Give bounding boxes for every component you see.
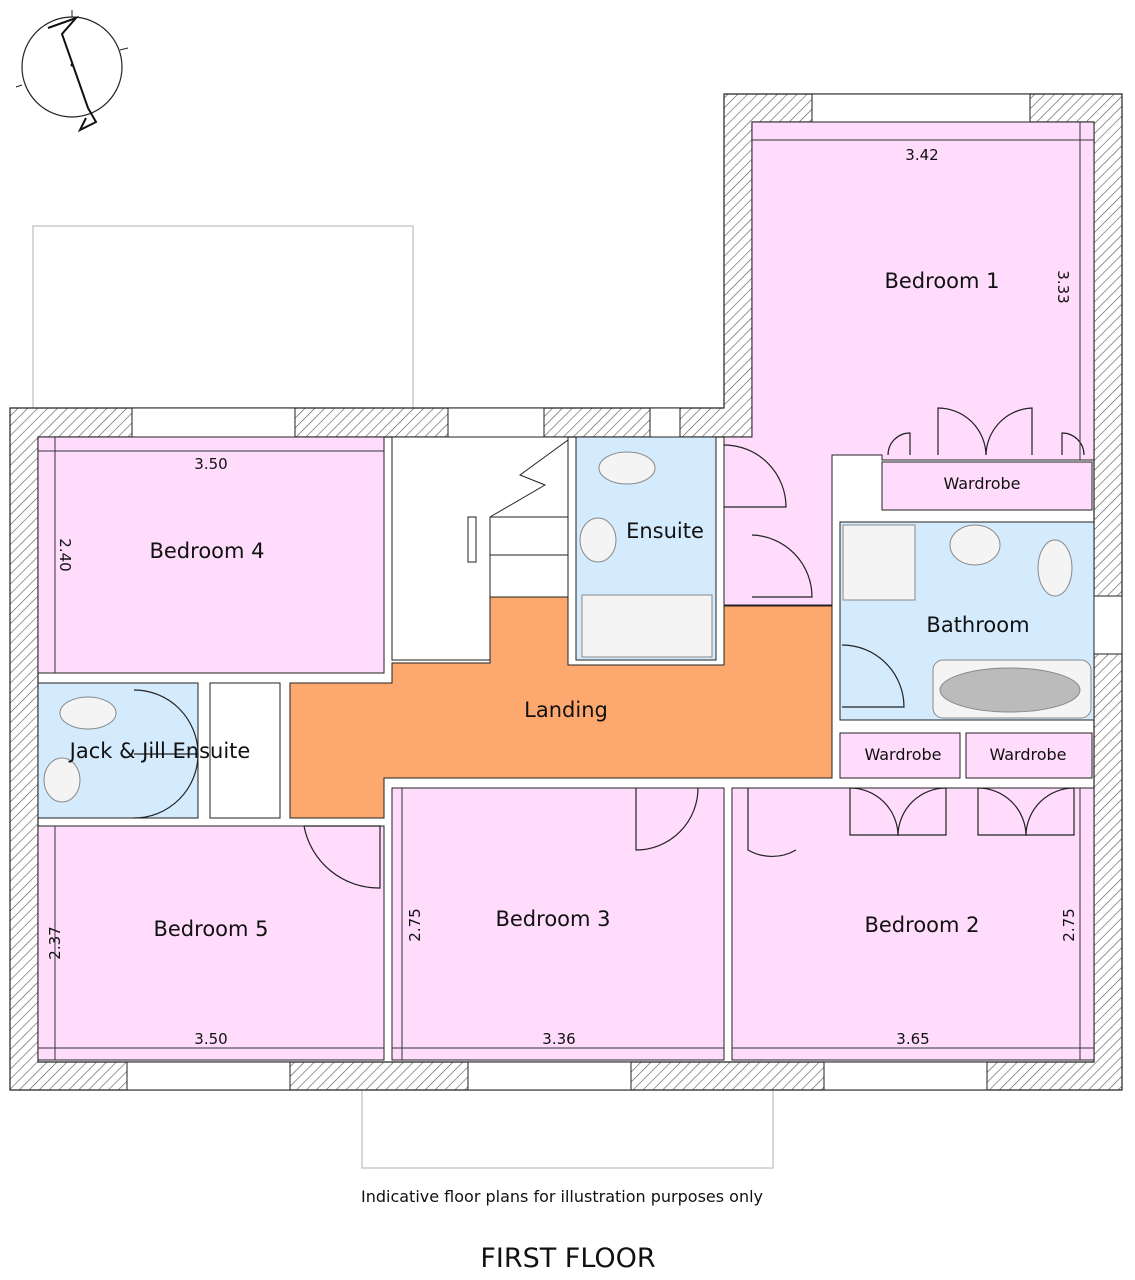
bedroom-4-length: 2.40	[56, 538, 74, 571]
dimension-lines	[38, 122, 1094, 1060]
bedroom-5-length: 2.37	[46, 926, 64, 959]
sanitaryware	[43, 451, 1092, 803]
compass-north-icon	[15, 10, 129, 133]
room-wardrobe-right	[965, 732, 1093, 779]
shower	[209, 682, 281, 819]
doors	[133, 407, 1085, 889]
window	[447, 407, 545, 438]
room-bedroom-4	[37, 436, 385, 674]
bedroom-3-width: 3.36	[542, 1030, 575, 1048]
window	[823, 1061, 988, 1091]
bedroom-2-label: Bedroom 2	[864, 913, 979, 937]
room-wardrobe-top	[881, 461, 1093, 511]
window	[467, 1061, 632, 1091]
room-bedroom-1	[723, 121, 1095, 606]
bedroom-4-width: 3.50	[194, 455, 227, 473]
room-bedroom-5	[37, 825, 385, 1061]
window	[811, 93, 1031, 123]
bedroom-2-width: 3.65	[896, 1030, 929, 1048]
bedroom-1-length: 3.33	[1054, 270, 1072, 303]
bedroom-4-label: Bedroom 4	[149, 539, 264, 563]
floor-title: FIRST FLOOR	[480, 1243, 655, 1274]
window	[131, 407, 296, 438]
outline-porch	[32, 225, 414, 408]
ensuite-label: Ensuite	[626, 519, 704, 543]
stairs	[467, 439, 569, 660]
window	[126, 1061, 291, 1091]
jack-jill-ensuite-label: Jack & Jill Ensuite	[68, 739, 251, 763]
room-wardrobe-left	[839, 732, 961, 779]
bathroom-label: Bathroom	[926, 613, 1029, 637]
outline-ground-extension	[361, 1090, 774, 1169]
wardrobe-top-label: Wardrobe	[943, 474, 1020, 493]
landing-label: Landing	[524, 698, 608, 722]
bedroom-3-length: 2.75	[406, 908, 424, 941]
external-walls	[9, 93, 1123, 1091]
wardrobe-right-label: Wardrobe	[989, 745, 1066, 764]
room-bedroom-3	[391, 787, 725, 1061]
window	[649, 407, 681, 438]
bedroom-1-width: 3.42	[905, 146, 938, 164]
bedroom-1-label: Bedroom 1	[884, 269, 999, 293]
room-bedroom-2	[731, 787, 1095, 1061]
disclaimer: Indicative floor plans for illustration …	[361, 1187, 763, 1206]
wardrobe-left-label: Wardrobe	[864, 745, 941, 764]
bedroom-3-label: Bedroom 3	[495, 907, 610, 931]
bedroom-2-length: 2.75	[1060, 908, 1078, 941]
bedroom-5-label: Bedroom 5	[153, 917, 268, 941]
room-landing	[289, 596, 833, 819]
window	[1093, 595, 1123, 655]
bedroom-5-width: 3.50	[194, 1030, 227, 1048]
